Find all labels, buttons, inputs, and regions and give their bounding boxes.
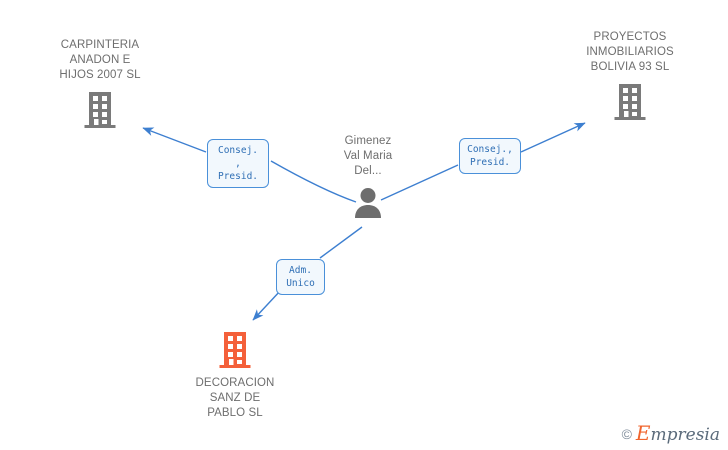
- edge-label-consej-presid-right[interactable]: Consej., Presid.: [459, 138, 521, 174]
- company-label-proyectos: PROYECTOS INMOBILIARIOS BOLIVIA 93 SL: [586, 31, 674, 73]
- person-icon: [355, 188, 381, 218]
- edge-line-person-to-decoracion: [252, 289, 282, 321]
- building-icon: [219, 332, 251, 368]
- brand-name: Empresia: [636, 423, 720, 444]
- edge-line-person-to-carpinteria: [142, 127, 207, 153]
- edge-label-adm-unico[interactable]: Adm. Unico: [276, 259, 325, 295]
- person-node[interactable]: Gimenez Val Maria Del...: [308, 134, 428, 221]
- edge-line-person-to-proyectos: [520, 122, 586, 153]
- company-label-carpinteria: CARPINTERIA ANADON E HIJOS 2007 SL: [59, 39, 141, 81]
- person-label: Gimenez Val Maria Del...: [343, 135, 393, 177]
- company-node-decoracion[interactable]: DECORACION SANZ DE PABLO SL: [175, 330, 295, 421]
- edge-line-person-to-decoracion-top-segment: [319, 226, 363, 259]
- building-icon: [84, 92, 116, 128]
- brand-initial: E: [635, 421, 651, 445]
- company-node-proyectos[interactable]: PROYECTOS INMOBILIARIOS BOLIVIA 93 SL: [570, 30, 690, 122]
- edge-label-consej-presid-left[interactable]: Consej. , Presid.: [207, 139, 269, 188]
- watermark: © Empresia: [622, 423, 720, 444]
- company-label-decoracion: DECORACION SANZ DE PABLO SL: [195, 377, 275, 419]
- brand-rest: mpresia: [650, 425, 721, 445]
- copyright-icon: ©: [621, 425, 632, 442]
- building-icon: [614, 84, 646, 120]
- company-node-carpinteria[interactable]: CARPINTERIA ANADON E HIJOS 2007 SL: [40, 38, 160, 130]
